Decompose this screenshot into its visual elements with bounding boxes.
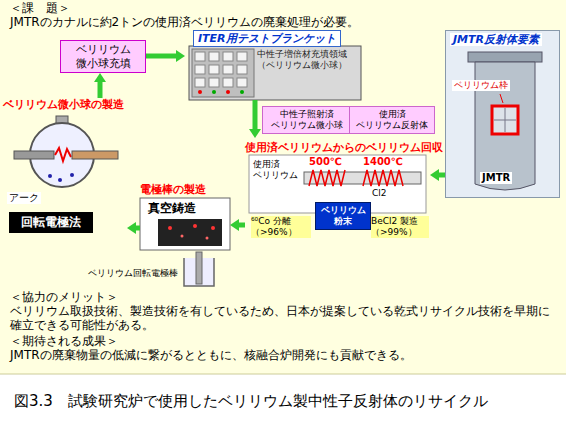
gas-label: Cl2 (372, 188, 387, 199)
section-heading: ＜期待される成果＞ (10, 334, 118, 348)
part-label: JMTR (480, 172, 512, 184)
reactor-drawing (445, 30, 560, 198)
process-heading: 使用済ベリリウムからのベリリウム回収 (245, 141, 443, 153)
blanket-drawing (189, 46, 361, 100)
blanket-title: ITER用テストブランケット (193, 30, 341, 47)
process-box: ベリリウム 微小球充填 (60, 40, 146, 73)
heater-coil (309, 170, 345, 186)
blanket-dot (198, 90, 202, 94)
sphere (48, 174, 52, 178)
note-text: ベリリウム取扱技術、製造技術を有しているため、日本が提案している乾式リサイクル技… (10, 304, 556, 332)
process-title: 真空鋳造 (148, 201, 196, 215)
arrow-shaft (146, 54, 177, 59)
beryllium-rod (72, 151, 118, 159)
sphere (70, 173, 74, 177)
panel-ground (0, 0, 566, 374)
electrode-rod (196, 252, 202, 284)
step-label: ⁶⁰Co 分離 （>96%） (251, 216, 311, 238)
blanket-cells (195, 52, 247, 87)
flow-arrow (430, 169, 445, 181)
leader-line (500, 94, 503, 103)
material-box: 使用済 ベリリウム反射体 (349, 106, 435, 134)
beaker-drawing (184, 252, 214, 286)
blanket-panel (192, 49, 254, 97)
arrow-shaft (238, 223, 245, 228)
casting-drawing (140, 198, 230, 250)
arrow-head (176, 50, 185, 62)
box-text: ベリリウム 粉末 (316, 205, 370, 227)
blanket-dot (212, 90, 216, 94)
arrow-head (94, 73, 106, 82)
process-heading: 電極棒の製造 (140, 183, 206, 196)
beryllium-frame (492, 106, 518, 134)
electrode-rod (14, 151, 54, 159)
blanket-dot (226, 90, 230, 94)
arrow-head (230, 219, 239, 231)
box-text: 回転電極法 (21, 215, 81, 229)
box-text: ベリリウム 微小球充填 (61, 43, 145, 69)
problem-text: JMTRのカナルに約2トンの使用済ベリリウムの廃棄処理が必要。 (10, 15, 359, 29)
process-heading: ベリリウム微小球の製造 (3, 98, 124, 111)
material-box: 中性子照射済 ベリリウム微小球 (262, 106, 352, 134)
section-heading: ＜課 題＞ (10, 1, 70, 15)
sphere-production: ベリリウム微小球の製造回転電極法 (3, 98, 127, 238)
panel-edge (0, 374, 566, 375)
arrow-head (127, 222, 136, 234)
figure-caption: 図3.3 試験研究炉で使用したベリリウム製中性子反射体のリサイクル (14, 392, 488, 410)
arrow-shaft (438, 173, 445, 178)
arc-spark (55, 148, 71, 161)
flow-arrow (127, 222, 140, 234)
reactor-title: JMTR反射体要素 (450, 33, 542, 46)
reactor-ground (445, 30, 560, 198)
blanket-body (189, 46, 361, 100)
box-text: 使用済 ベリリウム反射体 (350, 109, 434, 131)
product-box: ベリリウム 粉末 (315, 202, 371, 230)
arrow-head (430, 169, 439, 181)
note-text: JMTRの廃棄物量の低減に繋がるとともに、核融合炉開発にも貢献できる。 (10, 348, 556, 362)
flow-arrow (230, 219, 245, 231)
arrow-shaft (253, 100, 258, 130)
rotating-electrode-drawing (14, 116, 118, 187)
box-text: 中性子照射済 ベリリウム微小球 (263, 109, 351, 131)
method-box: 回転電極法 (9, 212, 93, 233)
arrow-head (249, 129, 261, 138)
temperature-label: 1400℃ (363, 156, 403, 168)
temperature-label: 500℃ (309, 156, 342, 168)
part-label: ベリリウム回転電極棒 (88, 268, 178, 279)
flow-arrow (249, 100, 261, 138)
furnace (158, 219, 222, 246)
step-label: BeCl2 製造 （>99%） (371, 216, 429, 238)
blanket-region-note: 中性子増倍材充填領域 （ベリリウム微小球） (257, 49, 359, 71)
blanket-dot (240, 90, 244, 94)
flow-arrow (146, 50, 185, 62)
blanket-figure: ITER用テストブランケット中性子増倍材充填領域 （ベリリウム微小球） (185, 30, 365, 100)
part-label: ベリリウム枠 (452, 80, 510, 91)
core-line (494, 120, 516, 121)
casting-process: 電極棒の製造真空鋳造 (140, 183, 230, 250)
part-label: アーク (7, 192, 41, 204)
flow-arrow (94, 73, 106, 98)
casting-frame (140, 198, 230, 250)
sphere (58, 178, 62, 182)
heater-coil (363, 170, 403, 186)
arrow-shaft (98, 81, 103, 98)
reactor-flange (468, 52, 542, 62)
section-heading: ＜協力のメリット＞ (10, 290, 118, 304)
part-label: 使用済 ベリリウム (253, 159, 303, 181)
